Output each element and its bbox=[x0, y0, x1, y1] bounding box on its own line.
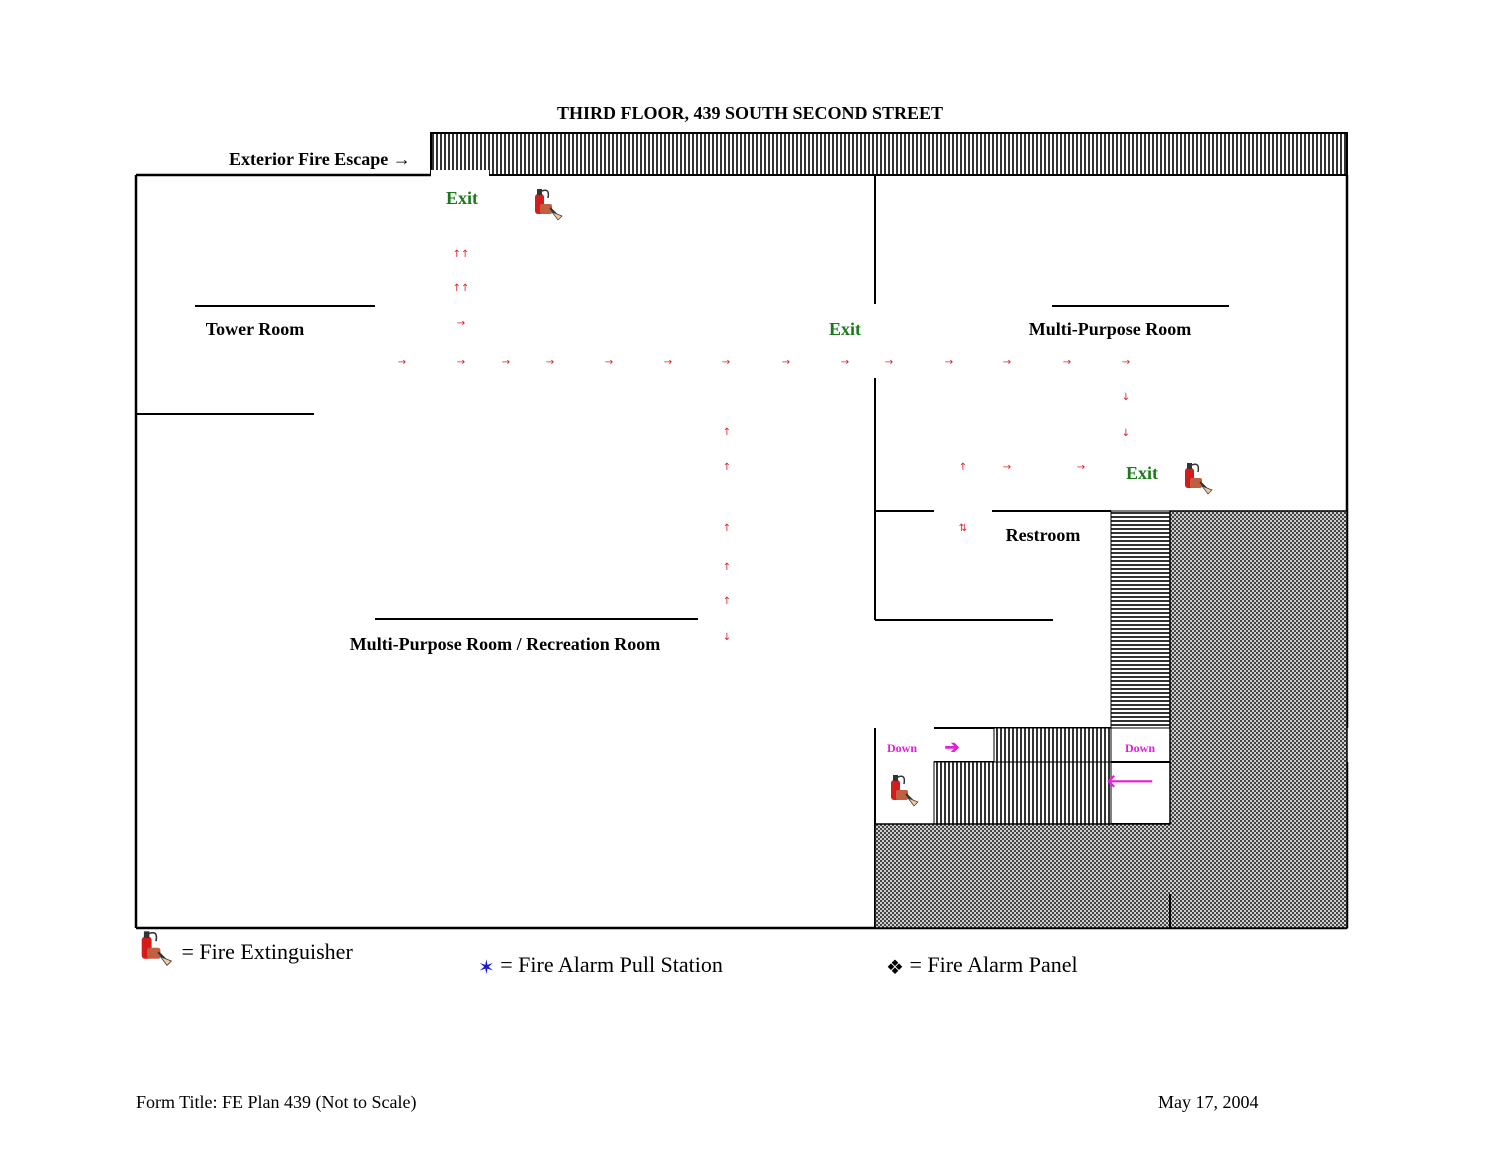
tower-room-label: Tower Room bbox=[206, 319, 305, 339]
legend-alarm-panel-text: = Fire Alarm Panel bbox=[909, 952, 1078, 977]
form-title: Form Title: FE Plan 439 (Not to Scale) bbox=[136, 1092, 417, 1112]
fire-escape-opening bbox=[431, 170, 489, 176]
route-arrow-icon: → bbox=[1122, 357, 1130, 368]
fire-extinguisher-icon bbox=[1184, 462, 1213, 495]
route-arrow-icon: ↑ bbox=[723, 523, 731, 534]
fire-extinguisher-icon bbox=[534, 188, 563, 221]
route-arrow-icon: ↓ bbox=[1122, 428, 1130, 439]
route-arrow-icon: → bbox=[664, 357, 672, 368]
route-arrow-icon: → bbox=[457, 318, 465, 329]
legend-pull-station-text: = Fire Alarm Pull Station bbox=[500, 952, 723, 977]
diamond-cluster-icon: ❖ bbox=[886, 954, 904, 979]
plan-date: May 17, 2004 bbox=[1158, 1092, 1259, 1112]
legend-pull-station: ✶ = Fire Alarm Pull Station bbox=[478, 952, 723, 979]
route-arrow-icon: → bbox=[885, 357, 893, 368]
exit-label: Exit bbox=[446, 188, 478, 208]
exit-label: Exit bbox=[829, 319, 861, 339]
restroom-label: Restroom bbox=[1006, 525, 1081, 545]
inaccessible-area bbox=[874, 510, 1348, 929]
route-arrow-icon: → bbox=[546, 357, 554, 368]
evacuation-route: ↑↑ ↑↑ → → → → → → → → → → → → → → → ↓ ↓ … bbox=[398, 249, 1130, 643]
multi-purpose-room-label: Multi-Purpose Room bbox=[1029, 319, 1191, 339]
route-arrow-icon: → bbox=[945, 357, 953, 368]
route-arrow-icon: ↑ bbox=[723, 562, 731, 573]
route-arrow-icon: → bbox=[605, 357, 613, 368]
route-arrow-icon: → bbox=[782, 357, 790, 368]
route-arrow-icon: ↑↑ bbox=[453, 249, 470, 260]
stair-down-label: Down bbox=[1125, 741, 1155, 755]
recreation-room-label: Multi-Purpose Room / Recreation Room bbox=[350, 634, 661, 654]
route-arrow-icon: ↑ bbox=[723, 427, 731, 438]
route-arrow-icon: → bbox=[1063, 357, 1071, 368]
exterior-fire-escape-label: Exterior Fire Escape → bbox=[229, 149, 411, 169]
stair-down-label: Down bbox=[887, 741, 917, 755]
route-arrow-icon: → bbox=[457, 357, 465, 368]
stair-flight-lower bbox=[933, 761, 1112, 825]
route-arrow-icon: → bbox=[1077, 462, 1085, 473]
route-arrow-icon: ↓ bbox=[723, 632, 731, 643]
legend-fire-extinguisher: = Fire Extinguisher bbox=[136, 928, 353, 972]
route-arrow-icon: ↑ bbox=[723, 462, 731, 473]
route-arrow-icon: ↓ bbox=[1122, 392, 1130, 403]
route-arrow-icon: → bbox=[1003, 357, 1011, 368]
fire-extinguisher-icon bbox=[890, 774, 919, 807]
route-arrow-icon: → bbox=[398, 357, 406, 368]
arrow-left-icon: 🡐 bbox=[1106, 771, 1154, 791]
exit-label: Exit bbox=[1126, 463, 1158, 483]
legend-extinguisher-text: = Fire Extinguisher bbox=[181, 939, 353, 965]
route-arrow-icon: ↑ bbox=[723, 596, 731, 607]
route-arrow-icon: ↑↑ bbox=[453, 283, 470, 294]
stairwell-vertical bbox=[1110, 510, 1171, 729]
route-arrow-icon: → bbox=[722, 357, 730, 368]
route-arrow-icon: → bbox=[841, 357, 849, 368]
route-arrow-icon: ↑ bbox=[959, 462, 967, 473]
route-arrow-icon: → bbox=[502, 357, 510, 368]
star-icon: ✶ bbox=[478, 954, 495, 979]
route-arrow-icon: ⇅ bbox=[959, 523, 967, 534]
route-arrow-icon: → bbox=[1003, 462, 1011, 473]
plan-title: THIRD FLOOR, 439 SOUTH SECOND STREET bbox=[557, 103, 943, 123]
fire-extinguisher-icon bbox=[141, 931, 173, 966]
exterior-fire-escape bbox=[430, 132, 1348, 176]
legend-alarm-panel: ❖ = Fire Alarm Panel bbox=[886, 952, 1078, 979]
arrow-right-icon: ➔ bbox=[944, 737, 959, 757]
stair-flight-upper bbox=[993, 727, 1112, 763]
